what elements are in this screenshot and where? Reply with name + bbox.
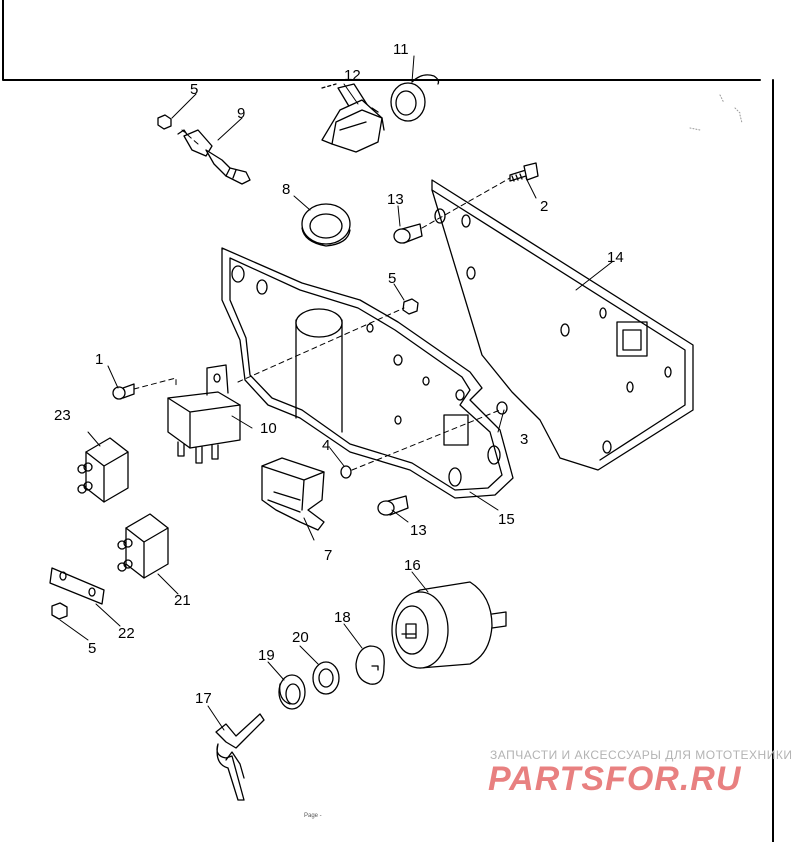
assembly-dash-lines xyxy=(133,129,511,471)
part-15-main-bracket xyxy=(221,247,514,499)
callout-22: 22 xyxy=(118,625,135,642)
callout-14: 14 xyxy=(607,249,624,266)
part-10-relay xyxy=(167,364,241,464)
callout-17: 17 xyxy=(195,690,212,707)
callout-20: 20 xyxy=(292,629,309,646)
callout-21: 21 xyxy=(174,592,191,609)
callout-23: 23 xyxy=(54,407,71,424)
part-16-ignition-switch xyxy=(391,581,507,669)
part-13-pin-lower xyxy=(377,495,409,516)
callout-5-center: 5 xyxy=(388,270,396,287)
part-5-nut-upper xyxy=(157,114,172,130)
callout-5-lower: 5 xyxy=(88,640,96,657)
callout-11: 11 xyxy=(393,41,409,58)
scan-specks xyxy=(689,94,743,131)
callout-19: 19 xyxy=(258,647,275,664)
part-12-pressure-switch xyxy=(321,83,385,153)
part-11-seal-ring xyxy=(390,74,440,122)
callout-16: 16 xyxy=(404,557,421,574)
part-14-mounting-plate xyxy=(431,179,694,471)
part-19-nut xyxy=(278,674,306,710)
callout-labels: 1 2 3 4 5 5 5 7 8 9 10 11 12 13 13 14 15… xyxy=(54,41,624,707)
part-9-sensor xyxy=(177,129,251,185)
watermark-tagline: ЗАПЧАСТИ И АКСЕССУАРЫ ДЛЯ МОТОТЕХНИКИ xyxy=(490,748,793,762)
callout-1: 1 xyxy=(95,351,103,368)
leader-lines xyxy=(59,55,613,731)
callout-10: 10 xyxy=(260,420,277,437)
callout-3: 3 xyxy=(520,431,528,448)
callout-12: 12 xyxy=(344,67,361,84)
callout-13-upper: 13 xyxy=(387,191,404,208)
callout-8: 8 xyxy=(282,181,290,198)
part-23-circuit-breaker xyxy=(77,437,129,503)
callout-15: 15 xyxy=(498,511,515,528)
part-5-nut-lower xyxy=(51,602,68,620)
callout-7: 7 xyxy=(324,547,332,564)
page-label: Page - xyxy=(304,813,322,819)
callout-5-upper: 5 xyxy=(190,81,198,98)
watermark-brand: PARTSFOR.RU xyxy=(488,760,742,798)
part-17-keys xyxy=(215,713,265,801)
callout-9: 9 xyxy=(237,105,245,122)
part-8-grommet xyxy=(301,203,351,247)
callout-13-lower: 13 xyxy=(410,522,427,539)
callout-18: 18 xyxy=(334,609,351,626)
part-7-clip-bracket xyxy=(261,457,325,531)
part-5-nut-center xyxy=(402,298,419,315)
part-20-washer xyxy=(312,661,340,695)
part-22-strap xyxy=(49,567,105,605)
part-13-pin-upper xyxy=(393,223,423,244)
part-18-tab-washer xyxy=(355,645,385,685)
part-4-washer xyxy=(340,465,352,479)
part-3-washer xyxy=(496,401,508,415)
callout-4: 4 xyxy=(322,437,330,454)
part-1-bolt xyxy=(112,383,135,400)
callout-2: 2 xyxy=(540,198,548,215)
frame-border xyxy=(2,0,774,842)
part-2-screw xyxy=(509,162,539,182)
part-21-circuit-breaker xyxy=(117,513,169,579)
